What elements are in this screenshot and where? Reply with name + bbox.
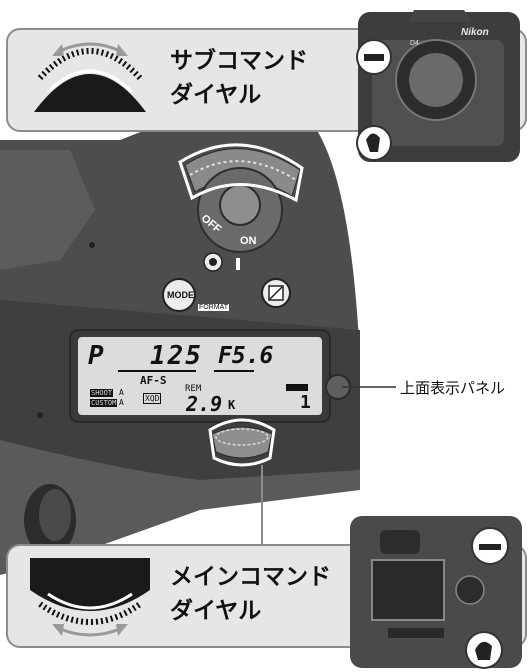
record-indicator (236, 258, 240, 270)
viewfinder-prism (0, 150, 95, 270)
lcd-mode: P (88, 341, 104, 371)
lcd-custom-label: CUSTOM (90, 399, 118, 407)
sub-dial-rotate-arrow (57, 42, 123, 54)
lcd-af-mode: AF-S (140, 374, 167, 387)
lcd-frame-count: 1 (300, 392, 311, 413)
lcd-card: XQD (143, 393, 162, 404)
sub-dial-title-2: ダイヤル (170, 82, 262, 108)
lcd-shoot-label: SHOOT (90, 389, 114, 397)
main-dial-title-2: ダイヤル (170, 598, 262, 624)
top-panel-label: 上面表示パネル (400, 379, 506, 397)
camera-model-label: D4 (410, 40, 419, 47)
mode-button (162, 278, 196, 312)
main-dial-highlight (208, 418, 276, 467)
sub-dial-icon (34, 74, 146, 112)
lcd-shutter: 125 (150, 341, 203, 371)
battery-indicator (286, 384, 308, 391)
sub-dial-highlight (178, 143, 304, 203)
main-command-dial (211, 426, 273, 459)
lcd-remaining: 2.9 (186, 392, 223, 416)
back-lcd-screen (371, 559, 445, 621)
lcd-shoot-value: A (119, 388, 124, 397)
lcd-custom-value: A (119, 398, 124, 407)
lcd-aperture: F5.6 (218, 343, 274, 369)
main-dial-icon (30, 558, 150, 611)
sub-dial-title-1: サブコマンド (170, 48, 308, 74)
lcd-remaining-unit: K (228, 398, 236, 412)
main-dial-rotate-arrow (57, 626, 123, 637)
power-on-label: ON (240, 235, 257, 247)
lcd-rem: REM (185, 384, 202, 394)
mode-button-label: MODE (167, 290, 194, 300)
format-label: FORMAT (198, 304, 230, 311)
camera-brand-label: Nikon (461, 27, 489, 38)
camera-front-edge (0, 440, 360, 575)
top-lcd-screen (78, 337, 322, 415)
main-dial-title-1: メインコマンド (170, 564, 331, 590)
